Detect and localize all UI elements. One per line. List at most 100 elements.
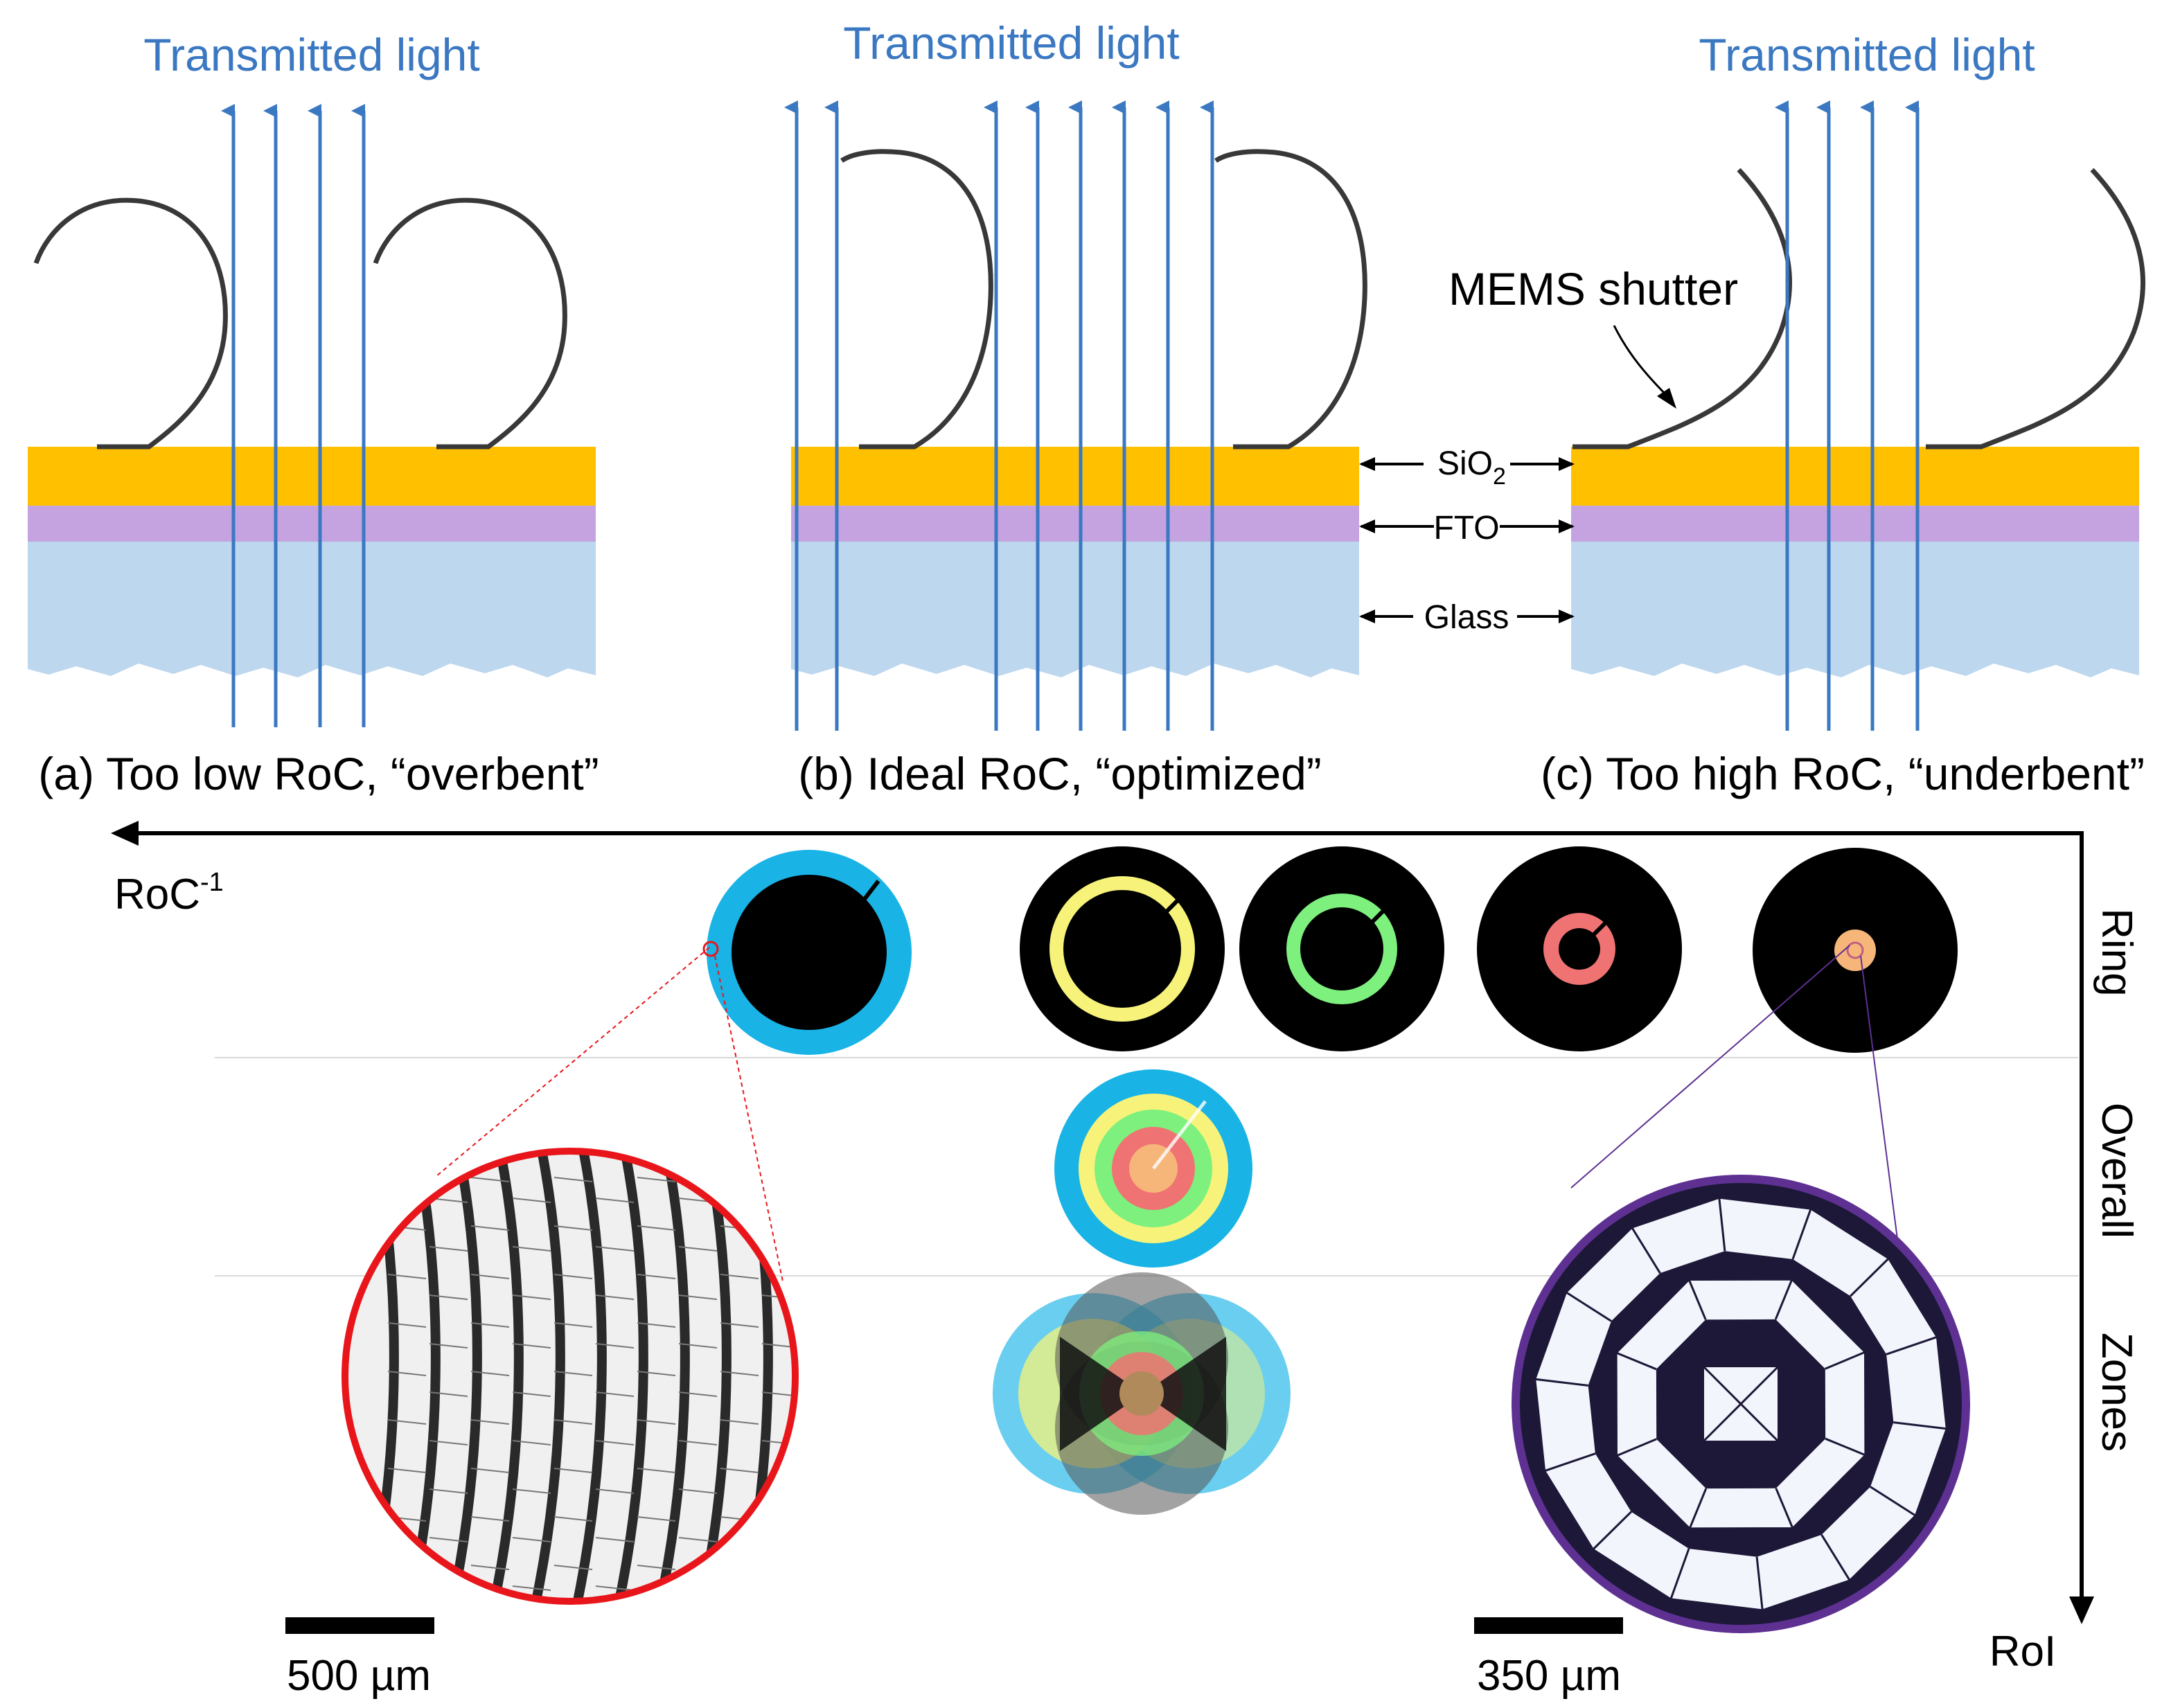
shutter-rung	[678, 1440, 718, 1445]
device-spoke	[1825, 1437, 1866, 1457]
mems-shutter-a1	[33, 197, 228, 450]
shutter-rung	[595, 1537, 635, 1542]
shutter-stripe	[487, 1151, 524, 1601]
shutter-rung	[720, 1177, 759, 1182]
sio2-layer	[28, 447, 596, 506]
shutter-rung	[429, 1585, 468, 1591]
glass-label: Glass	[1424, 599, 1509, 636]
scale-bars: 500 µm 350 µm	[285, 1617, 1623, 1700]
shutter-rung	[720, 1371, 759, 1376]
panel-a: Transmitted light (a) Too low RoC, “over…	[28, 29, 599, 799]
device-spoke	[1850, 1257, 1890, 1297]
scale-label-left: 500 µm	[287, 1652, 431, 1700]
shutter-rung	[553, 1565, 593, 1570]
device-spoke	[1886, 1335, 1938, 1355]
shutter-rung	[720, 1468, 759, 1473]
zoom-left	[342, 941, 851, 1614]
shutter-rung	[553, 1322, 593, 1328]
shutter-rung	[804, 1468, 842, 1473]
shutter-rung	[804, 1226, 842, 1230]
shutter-rung	[678, 1488, 718, 1494]
shutter-rung	[720, 1322, 759, 1328]
shutter-rung	[553, 1274, 593, 1279]
shutter-rung	[678, 1246, 718, 1252]
shutter-rung	[595, 1343, 635, 1349]
mems-shutter-c2	[1926, 168, 2145, 450]
device-spoke	[1718, 1197, 1726, 1252]
device-spoke	[1775, 1488, 1794, 1529]
device-spoke	[1791, 1208, 1812, 1260]
shutter-rung	[512, 1343, 551, 1349]
shutter-rung	[512, 1295, 551, 1300]
shutter-rung	[637, 1177, 676, 1182]
shutter-rung	[637, 1274, 676, 1279]
device-spoke	[1631, 1226, 1661, 1274]
mems-shutter-b1	[840, 149, 993, 450]
shutter-rung	[637, 1322, 676, 1328]
shutter-stripe	[445, 1151, 482, 1601]
device-spoke	[1825, 1351, 1866, 1370]
shutter-rung	[637, 1225, 676, 1231]
device-image-right	[1516, 1179, 1966, 1629]
device-spoke	[1820, 1534, 1851, 1582]
shutter-rung	[429, 1440, 468, 1445]
shutter-rung	[470, 1322, 510, 1328]
shutter-rung	[804, 1517, 842, 1521]
left-arrow-icon	[111, 821, 139, 846]
mems-pointer-line	[1613, 325, 1671, 400]
shutter-rung	[595, 1488, 635, 1494]
shutter-stripe	[570, 1151, 607, 1601]
mems-shutter-c1	[1572, 168, 1792, 450]
shutter-rung	[429, 1488, 468, 1494]
shutter-rung	[595, 1440, 635, 1445]
shutter-rung	[387, 1274, 427, 1279]
mems-shutter-label: MEMS shutter	[1448, 263, 1738, 314]
shutter-rung	[387, 1565, 427, 1570]
ring-disc-peach	[1753, 848, 1958, 1053]
device-spoke	[1669, 1548, 1690, 1600]
shutter-rung	[761, 1198, 795, 1203]
shutter-stripe	[824, 1143, 851, 1614]
fto-label: FTO	[1433, 510, 1499, 546]
row-label-zones: Zones	[2093, 1333, 2141, 1452]
zoom-source-marker	[702, 941, 719, 957]
shutter-rung	[637, 1371, 676, 1376]
sio2-label: SiO2	[1437, 445, 1506, 490]
shutter-rung	[637, 1516, 676, 1522]
ring-disc-cyan	[707, 850, 912, 1055]
zoom-guide-line	[436, 947, 710, 1177]
shutter-rung	[595, 1246, 635, 1252]
ring-disc-yellow	[1020, 846, 1225, 1051]
shutter-rung	[761, 1585, 795, 1591]
glass-substrate	[1571, 542, 2139, 677]
shutter-rung	[720, 1419, 759, 1425]
shutter-rung	[512, 1585, 551, 1591]
shutter-rung	[470, 1516, 510, 1522]
shutter-rung	[595, 1585, 635, 1591]
panel-b: Transmitted light (b) Ideal RoC, “optimi…	[784, 17, 1367, 799]
row-label-ring: Ring	[2093, 908, 2141, 997]
shutter-rung	[595, 1295, 635, 1300]
shutter-rung	[429, 1295, 468, 1300]
light-arrows-b	[784, 100, 1214, 731]
shutter-rung	[470, 1225, 510, 1231]
shutter-rung	[720, 1274, 759, 1279]
shutter-rung	[512, 1198, 551, 1203]
glass-substrate	[28, 542, 596, 677]
zones-disc	[993, 1272, 1291, 1515]
ring-disc-red	[1477, 846, 1682, 1051]
shutter-rung	[387, 1371, 427, 1376]
shutter-rung	[470, 1565, 510, 1570]
shutter-stripe	[612, 1151, 648, 1601]
overall-disc	[1054, 1069, 1252, 1267]
shutter-rung	[553, 1371, 593, 1376]
device-spoke	[1592, 1511, 1632, 1551]
shutter-rung	[387, 1177, 427, 1182]
shutter-rung	[470, 1468, 510, 1473]
shutter-rung	[595, 1391, 635, 1397]
shutter-rung	[637, 1419, 676, 1425]
shutter-rung	[429, 1343, 468, 1349]
fto-layer	[791, 506, 1359, 542]
transmitted-light-label-b: Transmitted light	[843, 17, 1179, 69]
